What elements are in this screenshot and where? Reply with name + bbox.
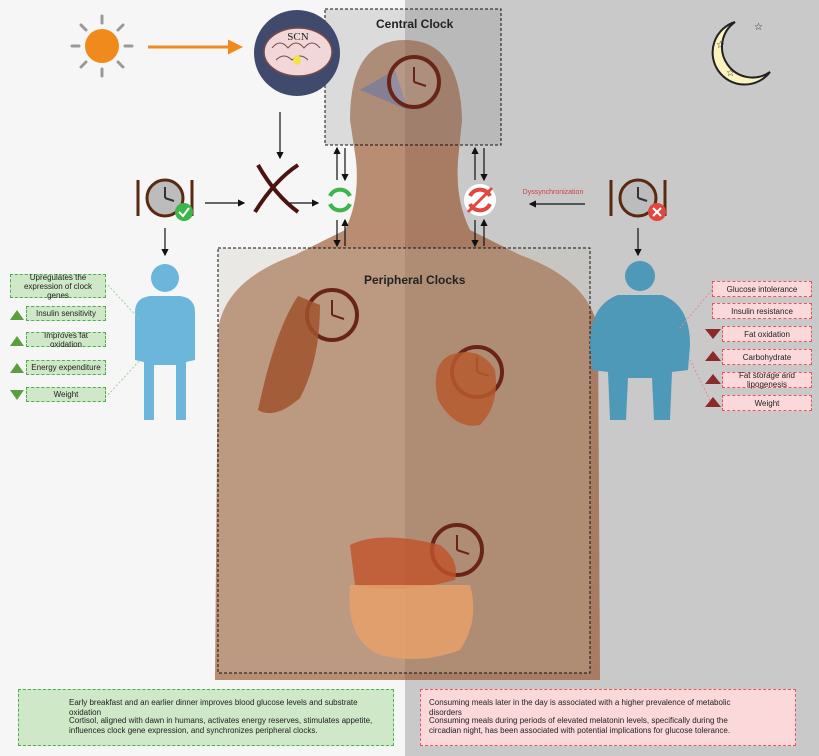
left-arrow-icons [10,310,24,400]
central-clock-title: Central Clock [376,17,454,31]
scn-label: SCN [287,31,309,43]
left-effect-insulin: Insulin sensitivity [26,306,106,321]
meal-clock-night-icon [609,178,667,221]
right-effect-fat-storage: Fat storage and lipogenesis [722,371,812,389]
lean-person-icon [135,264,195,420]
left-effect-clock-genes: Upregulates the expression of clock gene… [10,273,106,300]
intestine-icon [349,585,474,659]
clock-central-icon [387,55,441,109]
brain-scn-icon [254,10,408,110]
obese-person-icon [590,261,690,420]
day-notes-box: Early breakfast and an earlier dinner im… [18,689,394,746]
left-effect-weight: Weight [26,387,106,402]
svg-text:☆: ☆ [716,40,725,51]
day-note-2: Cortisol, aligned with dawn in humans, a… [69,716,373,735]
human-torso [215,40,600,680]
desync-icon [464,184,496,216]
day-note-1: Early breakfast and an earlier dinner im… [69,698,358,717]
moon-icon: ☆ ☆ ☆ [711,21,771,86]
liver-icon [350,537,456,589]
svg-text:☆: ☆ [726,68,735,79]
sun-icon [70,14,134,78]
right-effect-weight: Weight [722,395,812,411]
left-effect-fat-oxidation: Improves fat oxidation [26,331,106,349]
right-effect-glucose: Glucose intolerance [712,281,812,297]
right-connectors [677,289,713,405]
right-arrow-icons [705,329,721,407]
flow-arrows [161,112,642,257]
right-effect-fat-oxidation: Fat oxidation [722,326,812,342]
meal-clock-day-icon [136,178,194,221]
heart-icon [435,352,496,426]
night-note-1: Consuming meals later in the day is asso… [429,698,731,717]
right-effect-carbohydrate: Carbohydrate [722,349,812,365]
muscle-icon [258,296,320,414]
left-effect-energy: Energy expenditure [26,360,106,375]
right-effect-insulin: Insulin resistance [712,303,812,319]
svg-text:☆: ☆ [754,22,763,33]
night-notes-box: Consuming meals later in the day is asso… [420,689,796,746]
peripheral-clocks-title: Peripheral Clocks [364,273,466,287]
sync-icon [328,187,352,213]
dysynchronization-label: Dyssynchronization [522,189,584,196]
dna-icon [253,163,300,214]
night-note-2: Consuming meals during periods of elevat… [429,716,731,735]
